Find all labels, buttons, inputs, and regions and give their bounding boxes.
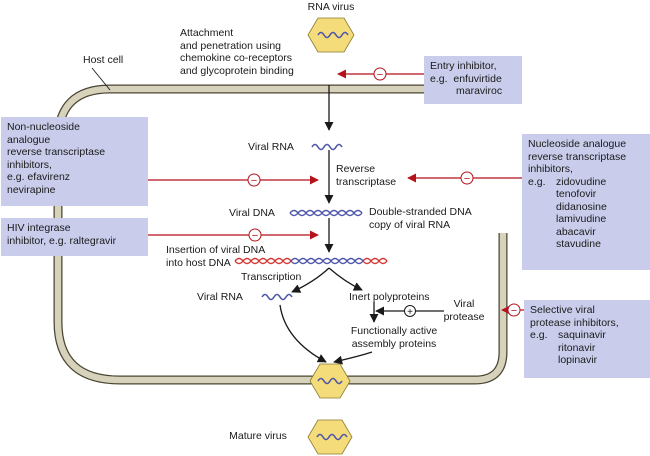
viral-rna-wave-2 [261,293,293,301]
integrase-inhibition-arrow: − [148,228,319,242]
integrase-inhibitor-box: HIV integrase inhibitor, e.g. raltegravi… [1,218,148,256]
viral-protease-label: Viral protease [443,298,485,323]
arrow-protein-to-assembly [333,351,373,365]
svg-text:−: − [464,173,470,185]
entry-inhibitor-box: Entry inhibitor, e.g. enfuvirtide maravi… [424,56,522,104]
insertion-label: Insertion of viral DNA into host DNA [166,244,266,269]
host-dna-helix [234,257,388,265]
arrow-to-viral-rna [291,267,330,293]
protease-plus-symbol: + [404,305,416,318]
svg-text:−: − [511,305,517,317]
entry-inhibition-arrow: − [337,67,424,81]
transcription-label: Transcription [241,271,302,283]
host-cell-membrane [53,84,508,385]
svg-text:+: + [407,307,413,318]
svg-text:−: − [377,69,383,81]
viral-rna-label-2: Viral RNA [197,291,243,303]
double-stranded-label: Double-stranded DNA copy of viral RNA [369,206,472,231]
arrow-to-polyproteins [328,267,363,291]
mature-virus-icon [307,419,353,455]
arrow-rna-to-assembly [279,304,327,363]
host-cell-label: Host cell [83,54,124,66]
functional-proteins-label: Functionally active assembly proteins [350,325,438,350]
rna-virus-top [307,17,355,53]
protease-inhibition-arrow: − [501,303,524,317]
svg-text:−: − [252,230,258,242]
viral-rna-wave-1 [311,143,343,151]
svg-text:−: − [251,175,257,187]
inert-polyproteins-label: Inert polyproteins [349,291,430,303]
rna-virus-label: RNA virus [307,1,355,13]
nnrti-inhibition-arrow: − [148,173,319,187]
viral-dna-label: Viral DNA [229,207,275,219]
reverse-transcriptase-label: Reverse transcriptase [336,163,397,188]
protease-inhibitor-box: Selective viral protease inhibitors, e.g… [524,300,650,378]
attachment-label: Attachment and penetration using chemoki… [180,27,294,77]
budding-virus [309,363,351,399]
viral-dna-helix [289,209,363,217]
nrti-box: Nucleoside analogue reverse transcriptas… [522,134,650,270]
host-cell-leader [91,67,111,91]
viral-rna-label-1: Viral RNA [248,141,294,153]
nrti-inhibition-arrow: − [407,171,522,185]
mature-virus-label: Mature virus [229,430,287,442]
nnrti-box: Non-nucleoside analogue reverse transcri… [1,117,148,206]
